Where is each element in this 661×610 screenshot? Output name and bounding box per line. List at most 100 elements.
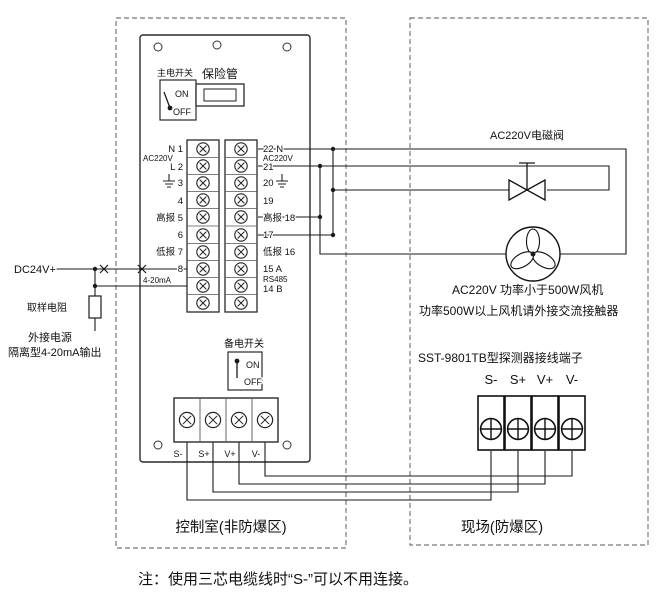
terminal-label-17: 17 [263, 230, 274, 241]
backup-switch-label: 备电开关 [224, 337, 264, 350]
screw-icon [479, 417, 503, 441]
terminal-label-5-high-alarm: 高报 5 [156, 212, 183, 224]
wire-valve-feed [258, 165, 610, 191]
screw-icon [196, 159, 210, 173]
fuse-label: 保险管 [202, 66, 238, 81]
terminal-label-19: 19 [263, 196, 274, 207]
sampling-resistor-label: 取样电阻 [27, 301, 67, 314]
screw-icon [196, 142, 210, 156]
mounting-holes [153, 40, 292, 450]
junction-dot [330, 187, 336, 193]
junction-dot [330, 232, 336, 238]
valve-body [508, 178, 546, 202]
main-switch-lever-icon [163, 91, 171, 109]
main-switch-label: 主电开关 [157, 67, 193, 78]
fuse-holder [195, 83, 245, 107]
fan-icon [505, 226, 561, 282]
fan-blade [525, 228, 541, 255]
fan-note-1: AC220V 功率小于500W风机 [452, 282, 603, 297]
control-room-zone-label: 控制室(非防爆区) [175, 519, 286, 536]
terminal-label-22: 22 N [263, 144, 283, 155]
sampling-resistor-symbol [88, 295, 102, 319]
screw-icon [234, 210, 248, 224]
field-zone-label: 现场(防爆区) [461, 519, 543, 536]
terminal-label-1: N 1 [168, 144, 183, 155]
terminal-label-15-a: 15 A [263, 264, 283, 275]
main-power-switch [159, 79, 197, 121]
screw-icon [196, 245, 210, 259]
screw-icon [234, 159, 248, 173]
footnote: 注：使用三芯电缆线时“S-”可以不用连接。 [138, 571, 418, 588]
screw-icon [230, 411, 248, 429]
terminal-label-21: 21 [263, 162, 274, 173]
detector-terminal-s-minus-label: S- [485, 372, 498, 387]
control-room-zone-box [115, 17, 347, 549]
screw-icon [234, 245, 248, 259]
screw-icon [234, 176, 248, 190]
field-zone-box [409, 17, 649, 546]
screw-icon [234, 279, 248, 293]
screw-icon [196, 228, 210, 242]
valve-label: AC220V电磁阀 [490, 128, 564, 142]
terminal-label-4: 4 [178, 196, 183, 207]
valve-stem [519, 162, 535, 190]
junction-dot [317, 214, 323, 220]
terminal-label-18-high-alarm: 高报 18 [263, 212, 295, 224]
junction-dot [92, 283, 98, 289]
wire-fan-feed [258, 148, 627, 255]
terminal-label-7-low-alarm: 低报 7 [156, 246, 183, 258]
panel-terminal-s-plus-label: S+ [198, 449, 209, 459]
screw-icon [196, 262, 210, 276]
terminal-label-3: 3 [178, 178, 183, 189]
screw-icon [506, 417, 530, 441]
terminal-label-ac220v-out: AC220V [263, 154, 293, 163]
wire-v-plus [238, 442, 546, 485]
terminal-label-16-low-alarm: 低报 16 [263, 246, 295, 258]
detector-terminal-blocks [477, 395, 586, 451]
junction-dot [92, 266, 98, 272]
panel-bottom-terminal-block [173, 397, 279, 443]
terminal-label-4-20ma: 4-20mA [143, 276, 172, 285]
terminal-label-14-b: 14 B [263, 284, 283, 295]
mounting-hole-icon [153, 42, 163, 52]
junction-dot [330, 146, 336, 152]
panel-terminal-v-plus-label: V+ [224, 449, 235, 459]
terminal-label-2: L 2 [170, 162, 183, 173]
terminal-cell-dividers [187, 157, 219, 295]
terminal-label-rs485: RS485 [263, 275, 288, 284]
terminal-label-20: 20 [263, 178, 274, 189]
wire-s-plus [212, 442, 519, 493]
terminal-label-6: 6 [178, 230, 183, 241]
screw-icon [196, 279, 210, 293]
terminal-label-ac220v-in: AC220V [143, 154, 173, 163]
screw-icon [204, 411, 222, 429]
screw-icon [196, 210, 210, 224]
wire-v-minus [264, 442, 573, 477]
backup-switch-off-label: OFF [244, 377, 262, 387]
backup-power-switch [227, 351, 263, 391]
screw-icon [196, 176, 210, 190]
main-switch-pivot-icon [167, 105, 173, 111]
screw-icon [178, 411, 196, 429]
screw-icon [234, 296, 248, 310]
detector-terminal-s-plus-label: S+ [510, 372, 526, 387]
detector-terminal-v-plus-label: V+ [537, 372, 553, 387]
fan-hub [530, 251, 536, 257]
bottom-block-dividers [199, 398, 253, 442]
dc24v-label: DC24V+ [14, 264, 56, 276]
terminal-label-8: 8 [178, 264, 183, 275]
detector-wiring [186, 442, 573, 501]
backup-switch-pivot-icon [234, 358, 240, 364]
backup-switch-on-label: ON [246, 360, 260, 370]
panel-terminal-s-minus-label: S- [174, 449, 183, 459]
mounting-hole-icon [153, 440, 163, 450]
screw-icon [196, 193, 210, 207]
mounting-hole-icon [282, 440, 292, 450]
screw-icon [234, 142, 248, 156]
screw-icon [196, 296, 210, 310]
terminal-cell-dividers [225, 157, 257, 295]
main-switch-off-label: OFF [173, 107, 191, 117]
mounting-hole-icon [282, 42, 292, 52]
panel-terminal-v-minus-label: V- [252, 449, 261, 459]
